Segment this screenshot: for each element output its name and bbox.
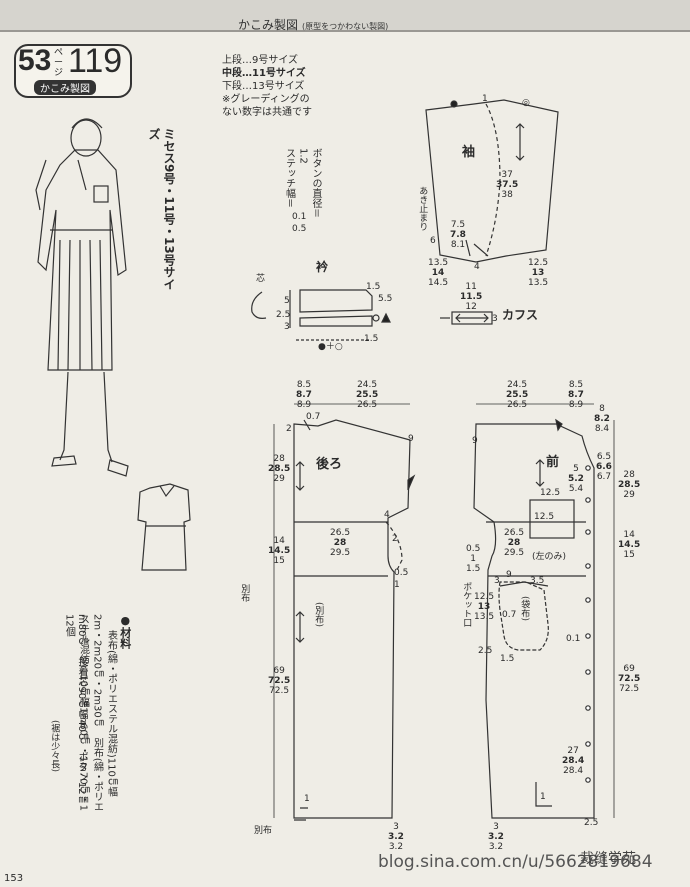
bettsu-label-1: 別布 — [239, 584, 250, 602]
akidomari-label: あき止まり — [417, 186, 428, 231]
watermark-url: blog.sina.com.cn/u/5662819684 — [378, 852, 653, 872]
back-label: 後ろ — [316, 457, 343, 472]
bettsu-paren-label: (別布) — [313, 602, 324, 628]
back-yoke3: 1 — [394, 580, 400, 590]
sleeve-pattern — [425, 99, 559, 263]
back-view-illustration — [137, 483, 191, 571]
cuff-pattern — [440, 311, 493, 325]
sleeve-top2: ◎ — [522, 98, 530, 108]
materials-line-3: ステル混紡)110㎝幅1m60㎝・1m70㎝・1 — [77, 614, 89, 812]
front-p07: 0.7 — [502, 610, 517, 620]
left-only-label: (左のみ) — [532, 552, 567, 562]
materials-line-2: 2m・2m20㎝・2m30㎝ 別布(綿・ポリエ — [91, 614, 103, 812]
collar-c: 5 — [284, 296, 290, 306]
back-hemnote: 1 — [304, 794, 310, 804]
interfacing-label: 芯 — [256, 274, 266, 284]
front-hem3: 1 — [540, 792, 546, 802]
front-pattern — [473, 403, 615, 819]
collar-e: 3 — [284, 322, 290, 332]
sizes-vertical: ミセス9号・11号・13号サイズ — [147, 128, 176, 290]
sleeve-4: 4 — [474, 262, 480, 272]
page-number: 53 — [18, 44, 52, 77]
collar-d: 2.5 — [276, 310, 291, 320]
sleeve-top: 1 — [482, 94, 488, 104]
button-note-1: ボタンの直径＝1.2 — [297, 148, 322, 218]
materials-line-5: (裾は少々長) — [49, 720, 60, 773]
bettsu-label-2: 別布 — [254, 826, 273, 836]
back-neck2: 0.7 — [306, 412, 321, 422]
front-shoulder: 9 — [472, 436, 478, 446]
front-p9: 9 — [506, 570, 512, 580]
front-p25: 2.5 — [478, 646, 493, 656]
back-shoulder: 9 — [408, 434, 414, 444]
back-yoke2: 0.5 — [394, 568, 409, 578]
front-p35: 3.5 — [530, 576, 545, 586]
stitch-val-1: 0.1 — [292, 212, 307, 222]
front-label: 前 — [546, 455, 560, 470]
front-p01: 0.1 — [566, 634, 581, 644]
sleeve-6: 6 — [430, 236, 436, 246]
collar-a: 1.5 — [366, 282, 381, 292]
button-note-2: ステッチ幅＝ — [283, 148, 295, 208]
collar-f: 1.5 — [364, 334, 379, 344]
back-armhole: 4 — [384, 510, 390, 520]
front-pocket: 12.5 — [540, 488, 561, 498]
header-title: かこみ製図(原型をつかわない製図) — [238, 18, 389, 32]
model-illustration — [35, 118, 129, 477]
collar-pattern — [251, 289, 373, 341]
pocket-opening-label: ポケット口 — [461, 582, 472, 627]
watermark-brand: 裁缝学苑 — [580, 851, 636, 867]
collar-b: 5.5 — [378, 294, 393, 304]
collar-g: ●＋○ — [318, 342, 343, 352]
stitch-val-2: 0.5 — [292, 224, 307, 234]
back-neck: 2 — [286, 424, 292, 434]
pocket-bag-label: (袋布) — [519, 596, 530, 622]
badge-label: かこみ製図 — [34, 80, 96, 95]
item-number: 119 — [68, 42, 123, 80]
front-p3: 3 — [494, 576, 500, 586]
footer-page-number: 153 — [4, 873, 24, 884]
back-armhole2: 2 — [392, 534, 398, 544]
cuff-h: 3 — [492, 314, 498, 324]
page-suffix: ページ — [54, 48, 64, 78]
size-note: 上段…9号サイズ 中段…11号サイズ 下段…13号サイズ ※グレーディングの な… — [222, 55, 312, 118]
back-pattern — [273, 403, 411, 821]
front-p15: 1.5 — [500, 654, 515, 664]
sleeve-label: 袖 — [462, 145, 476, 160]
materials-heading: ●材料 — [118, 614, 132, 649]
materials-line-1: 表布(綿・ポリエステル混紡)110㎝幅 — [105, 630, 117, 797]
cuff-label: カフス — [502, 308, 539, 322]
front-hem2: 2.5 — [584, 818, 599, 828]
front-pocket2: 12.5 — [534, 512, 555, 522]
collar-label: 衿 — [316, 260, 329, 274]
header-bar: かこみ製図(原型をつかわない製図) — [0, 0, 690, 32]
materials-line-4: m80㎝ 接着芯90㎝幅40㎝ ボタン12㎜12個 — [63, 614, 88, 805]
